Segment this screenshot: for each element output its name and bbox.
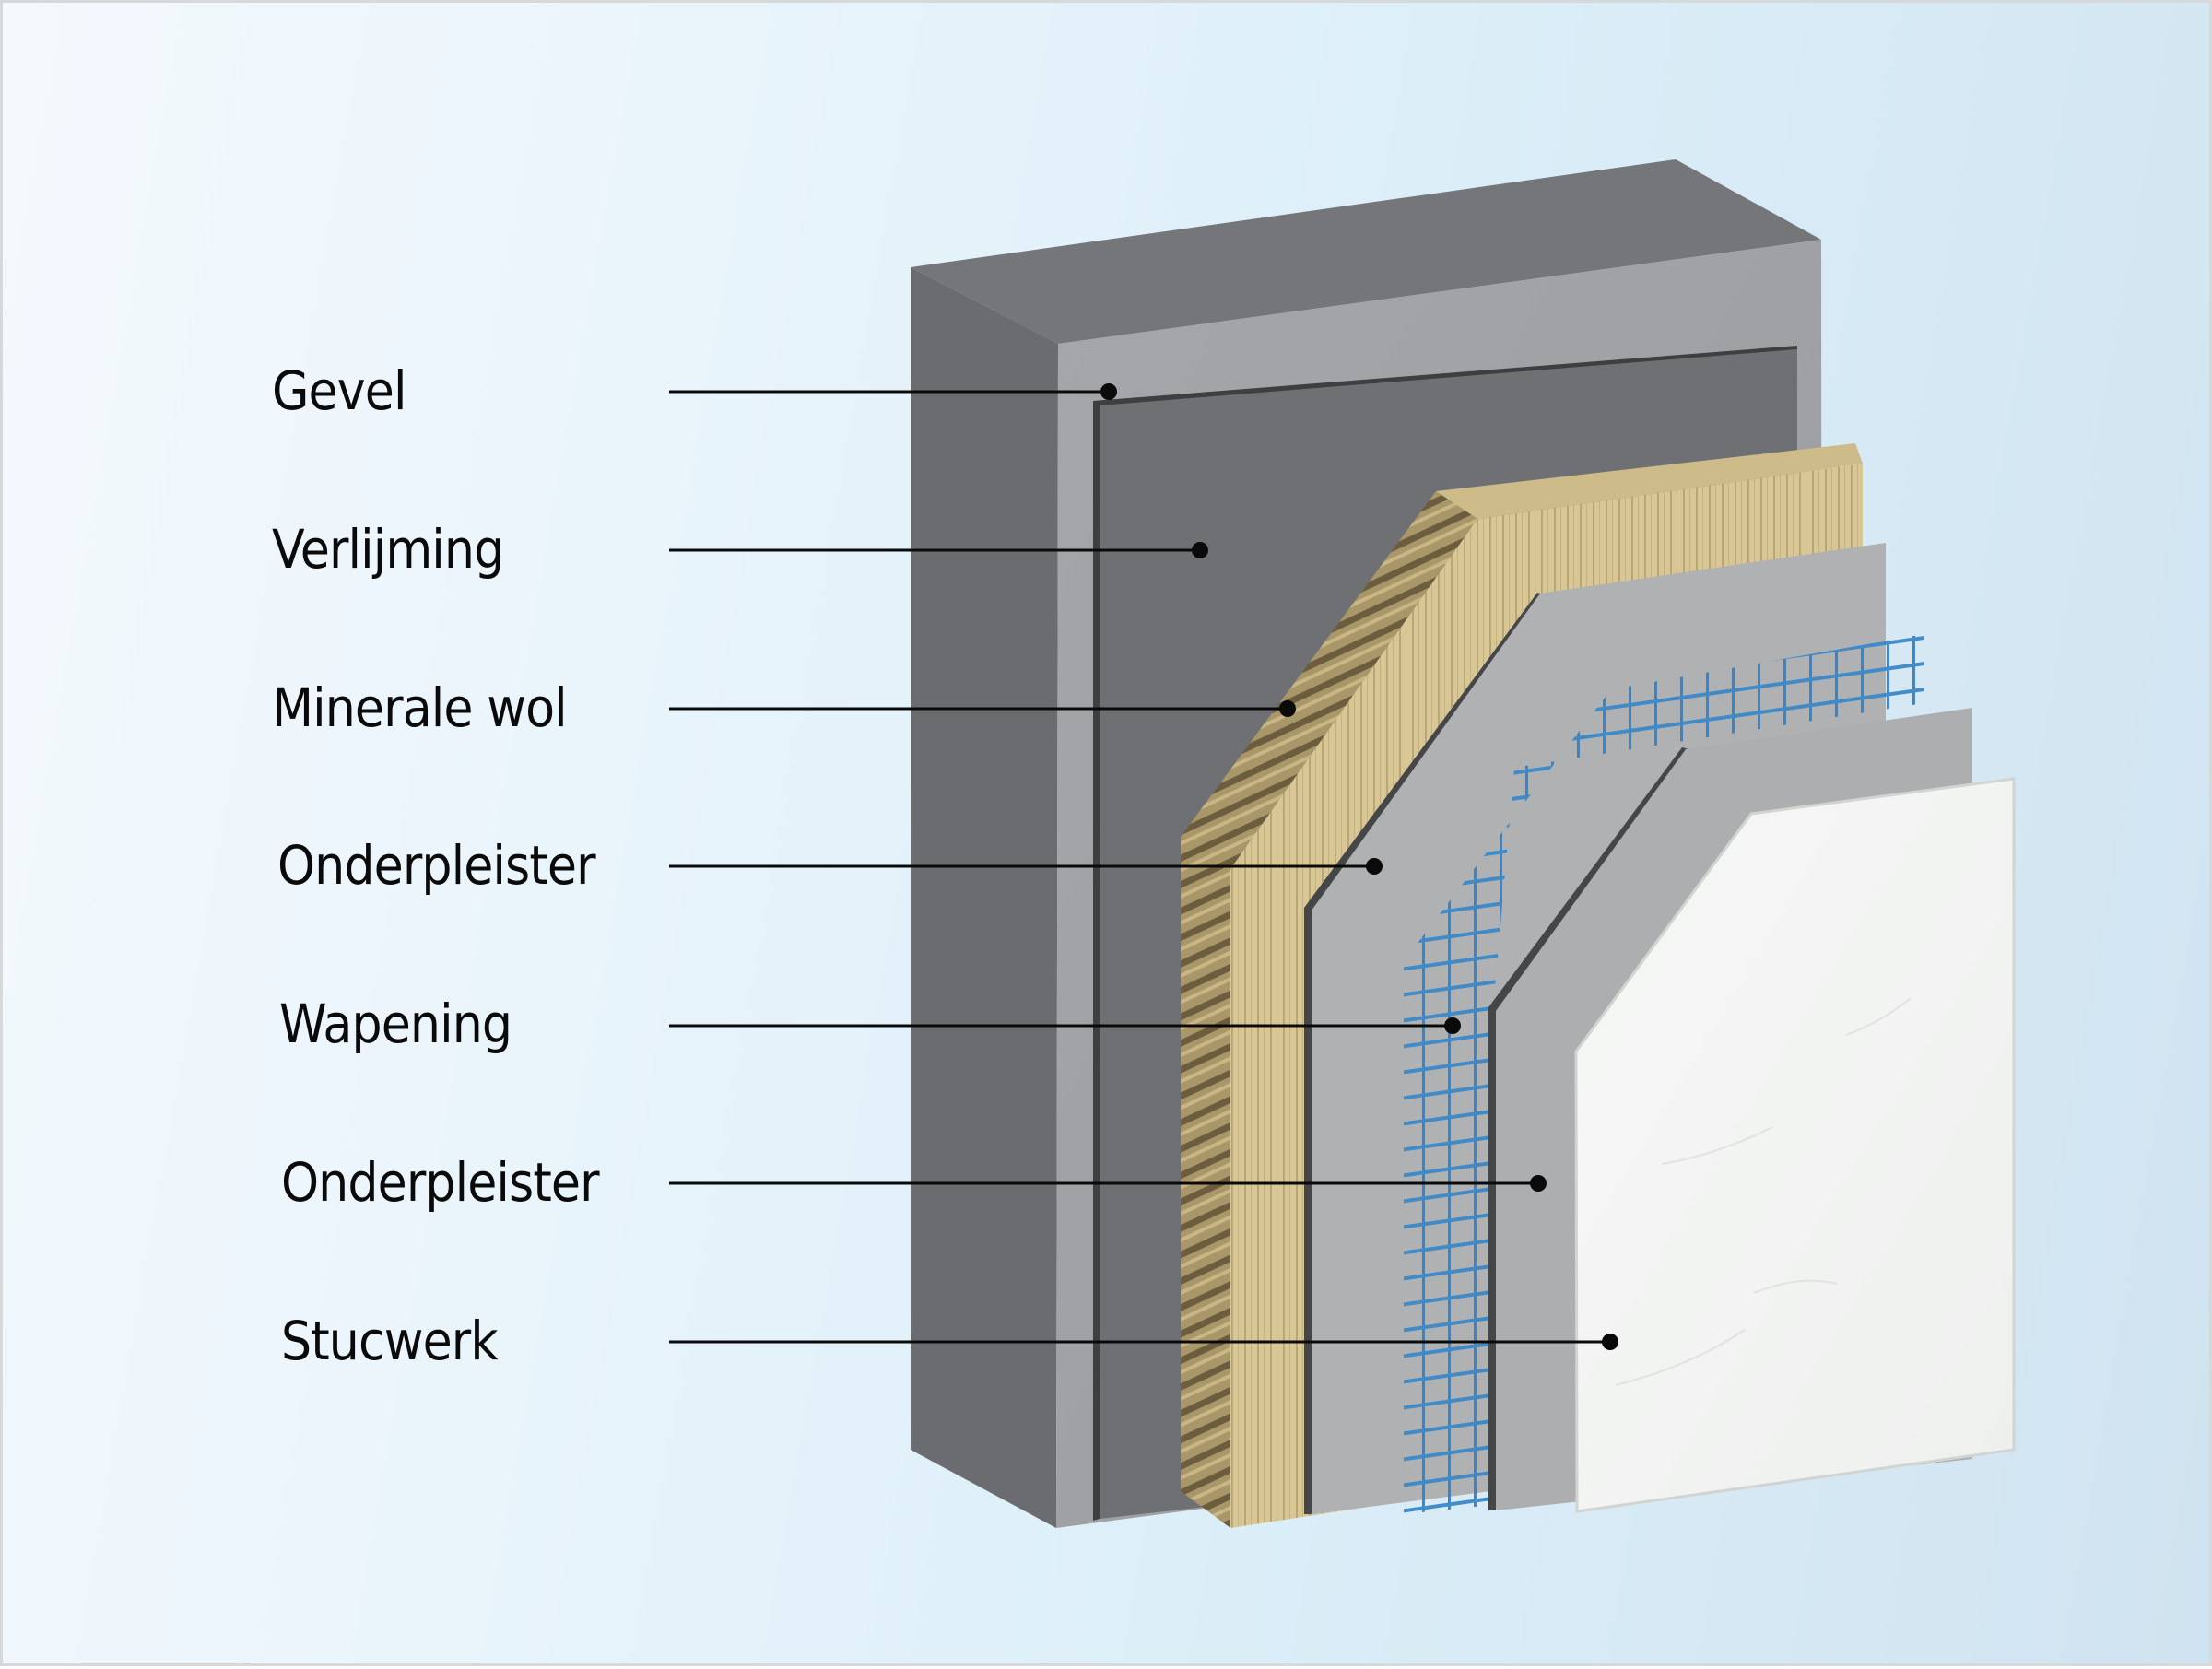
layer-stucwerk xyxy=(1574,777,2016,1513)
label-stucwerk: Stucwerk xyxy=(281,1310,499,1372)
leader-dot-minerale-wol xyxy=(1279,700,1296,717)
leader-dot-gevel xyxy=(1100,383,1117,400)
wool-side-face xyxy=(1181,491,1477,1528)
label-verlijming: Verlijming xyxy=(272,518,504,581)
label-wapening: Wapening xyxy=(279,993,512,1055)
stucwerk-face xyxy=(1574,777,2016,1513)
leader-dot-wapening xyxy=(1444,1017,1461,1034)
label-minerale-wol: Minerale wol xyxy=(272,676,568,739)
wool-top-face xyxy=(1436,443,1863,519)
wapening-mesh xyxy=(1404,634,1924,1514)
leaders xyxy=(669,383,1618,1350)
wall-illustration xyxy=(669,159,2016,1528)
leader-dot-onderpleister-1 xyxy=(1366,858,1382,875)
label-gevel: Gevel xyxy=(272,359,406,422)
leader-dot-onderpleister-2 xyxy=(1530,1175,1547,1192)
label-onderpleister-2: Onderpleister xyxy=(281,1151,600,1214)
label-onderpleister-1: Onderpleister xyxy=(277,834,596,897)
stucwerk-texture xyxy=(1615,997,1912,1386)
gevel-side-face xyxy=(911,267,1058,1528)
leader-dot-stucwerk xyxy=(1602,1334,1618,1350)
leader-dot-verlijming xyxy=(1192,542,1208,558)
gevel-top-face xyxy=(911,159,1821,344)
layer-wapening xyxy=(1404,634,1924,1514)
